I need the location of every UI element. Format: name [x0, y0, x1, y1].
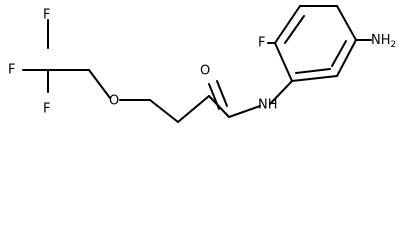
bond-carbonyl-o-2 — [216, 80, 228, 107]
chemical-structure-drawing: F F F O O NH F NH2 — [8, 5, 396, 123]
bond-c1-c2 — [149, 99, 179, 123]
ring-inner-bond-2 — [331, 40, 347, 67]
bond-layer — [22, 5, 372, 123]
atom-carbonyl-o: O — [200, 64, 210, 79]
ring-bond-4 — [336, 5, 357, 41]
bond-ch2-o — [88, 69, 111, 99]
ring-bond-5 — [336, 39, 357, 77]
atom-f-left: F — [8, 63, 15, 78]
atom-ring-fluorine: F — [258, 36, 265, 51]
atom-f-bottom: F — [43, 102, 50, 117]
atom-label-layer: F F F O O NH F NH2 — [8, 8, 396, 117]
ring-inner-bond-3 — [295, 68, 331, 74]
bond-carbonyl-nh — [228, 105, 261, 118]
atom-amide-nh: NH — [258, 98, 278, 113]
bond-c2-c3 — [177, 95, 210, 123]
ring-bond-1 — [274, 42, 293, 82]
bond-carbonyl-o-1 — [208, 83, 220, 110]
ring-bond-6 — [291, 75, 338, 82]
atom-f-top: F — [43, 8, 50, 23]
atom-amine-subscript: 2 — [391, 40, 397, 50]
ring-inner-bond-1 — [284, 15, 305, 44]
ring-bond-2 — [274, 5, 301, 44]
bond-nh-ring — [269, 80, 293, 105]
atom-ether-o: O — [109, 94, 119, 109]
atom-amine: NH2 — [371, 33, 396, 50]
atom-amine-label: NH — [371, 33, 391, 48]
